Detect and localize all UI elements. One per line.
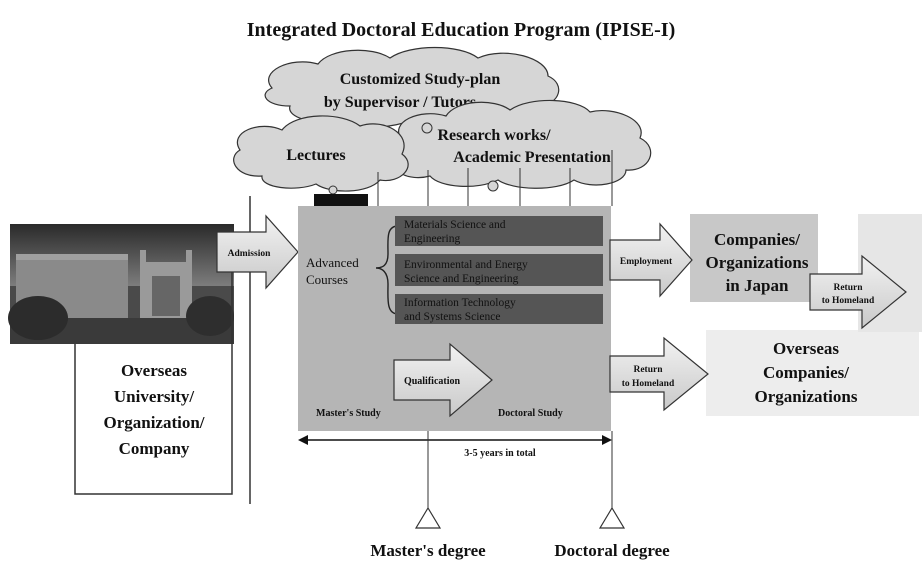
overseas-line-2: Companies/: [763, 363, 849, 382]
org-line-3: Organization/: [103, 413, 204, 432]
svg-text:and Systems Science: and Systems Science: [404, 311, 500, 323]
qualification-arrow: Qualification: [393, 342, 493, 418]
return-homeland-arrow-bottom: Return to Homeland: [609, 336, 709, 412]
admission-arrow: Admission: [216, 214, 299, 290]
overseas-companies-box: [706, 330, 919, 416]
masters-degree-marker: [414, 506, 442, 529]
research-line2: Academic Presentation: [453, 149, 611, 166]
org-line-1: Overseas: [121, 361, 187, 380]
duration-label: 3-5 years in total: [464, 448, 536, 459]
japan-line-1: Companies/: [714, 230, 800, 249]
lectures-label: Lectures: [286, 147, 345, 164]
advanced-line1: Advanced: [306, 255, 359, 270]
employment-arrow: Employment: [609, 222, 693, 298]
doctoral-study-label: Doctoral Study: [498, 408, 563, 419]
connector-block: [314, 194, 368, 207]
campus-photo: [8, 224, 234, 344]
study-plan-line1: Customized Study-plan: [340, 71, 501, 88]
svg-text:Return: Return: [633, 365, 663, 375]
doctoral-degree-marker: [598, 506, 626, 529]
page-title: Integrated Doctoral Education Program (I…: [247, 19, 675, 41]
svg-text:Materials Science and: Materials Science and: [404, 219, 506, 231]
svg-text:Science and Engineering: Science and Engineering: [404, 273, 519, 285]
svg-text:Environmental and Energy: Environmental and Energy: [404, 259, 528, 271]
org-line-4: Company: [119, 439, 190, 458]
svg-text:to Homeland: to Homeland: [822, 296, 875, 306]
masters-study-label: Master's Study: [316, 408, 381, 419]
svg-text:Information Technology: Information Technology: [404, 297, 516, 309]
course-brace: [375, 225, 399, 315]
overseas-line-1: Overseas: [773, 339, 839, 358]
advanced-line2: Courses: [306, 272, 348, 287]
study-plan-line2: by Supervisor / Tutors: [324, 94, 476, 111]
svg-text:Engineering: Engineering: [404, 233, 460, 245]
course-information: Information Technology and Systems Scien…: [395, 294, 603, 324]
lectures-cloud: Lectures: [233, 115, 409, 195]
doctoral-degree-label: Doctoral degree: [554, 541, 670, 560]
svg-text:to Homeland: to Homeland: [622, 379, 675, 389]
masters-degree-label: Master's degree: [370, 541, 486, 560]
japan-companies-box: [690, 214, 818, 302]
org-line-2: University/: [114, 387, 195, 406]
japan-line-3: in Japan: [726, 276, 789, 295]
admission-label: Admission: [228, 249, 271, 259]
duration-arrow: 3-5 years in total: [298, 435, 612, 459]
japan-line-2: Organizations: [706, 253, 809, 272]
svg-text:Return: Return: [833, 283, 863, 293]
qualification-label: Qualification: [404, 376, 461, 387]
research-line1: Research works/: [437, 127, 551, 144]
left-org-frame: [74, 266, 233, 495]
return-homeland-arrow-top: Return to Homeland: [809, 254, 907, 330]
overseas-line-3: Organizations: [755, 387, 858, 406]
research-cloud: Research works/ Academic Presentation: [385, 99, 652, 192]
course-materials: Materials Science and Engineering: [395, 216, 603, 246]
employment-label: Employment: [620, 257, 673, 267]
course-environment: Environmental and Energy Science and Eng…: [395, 254, 603, 286]
